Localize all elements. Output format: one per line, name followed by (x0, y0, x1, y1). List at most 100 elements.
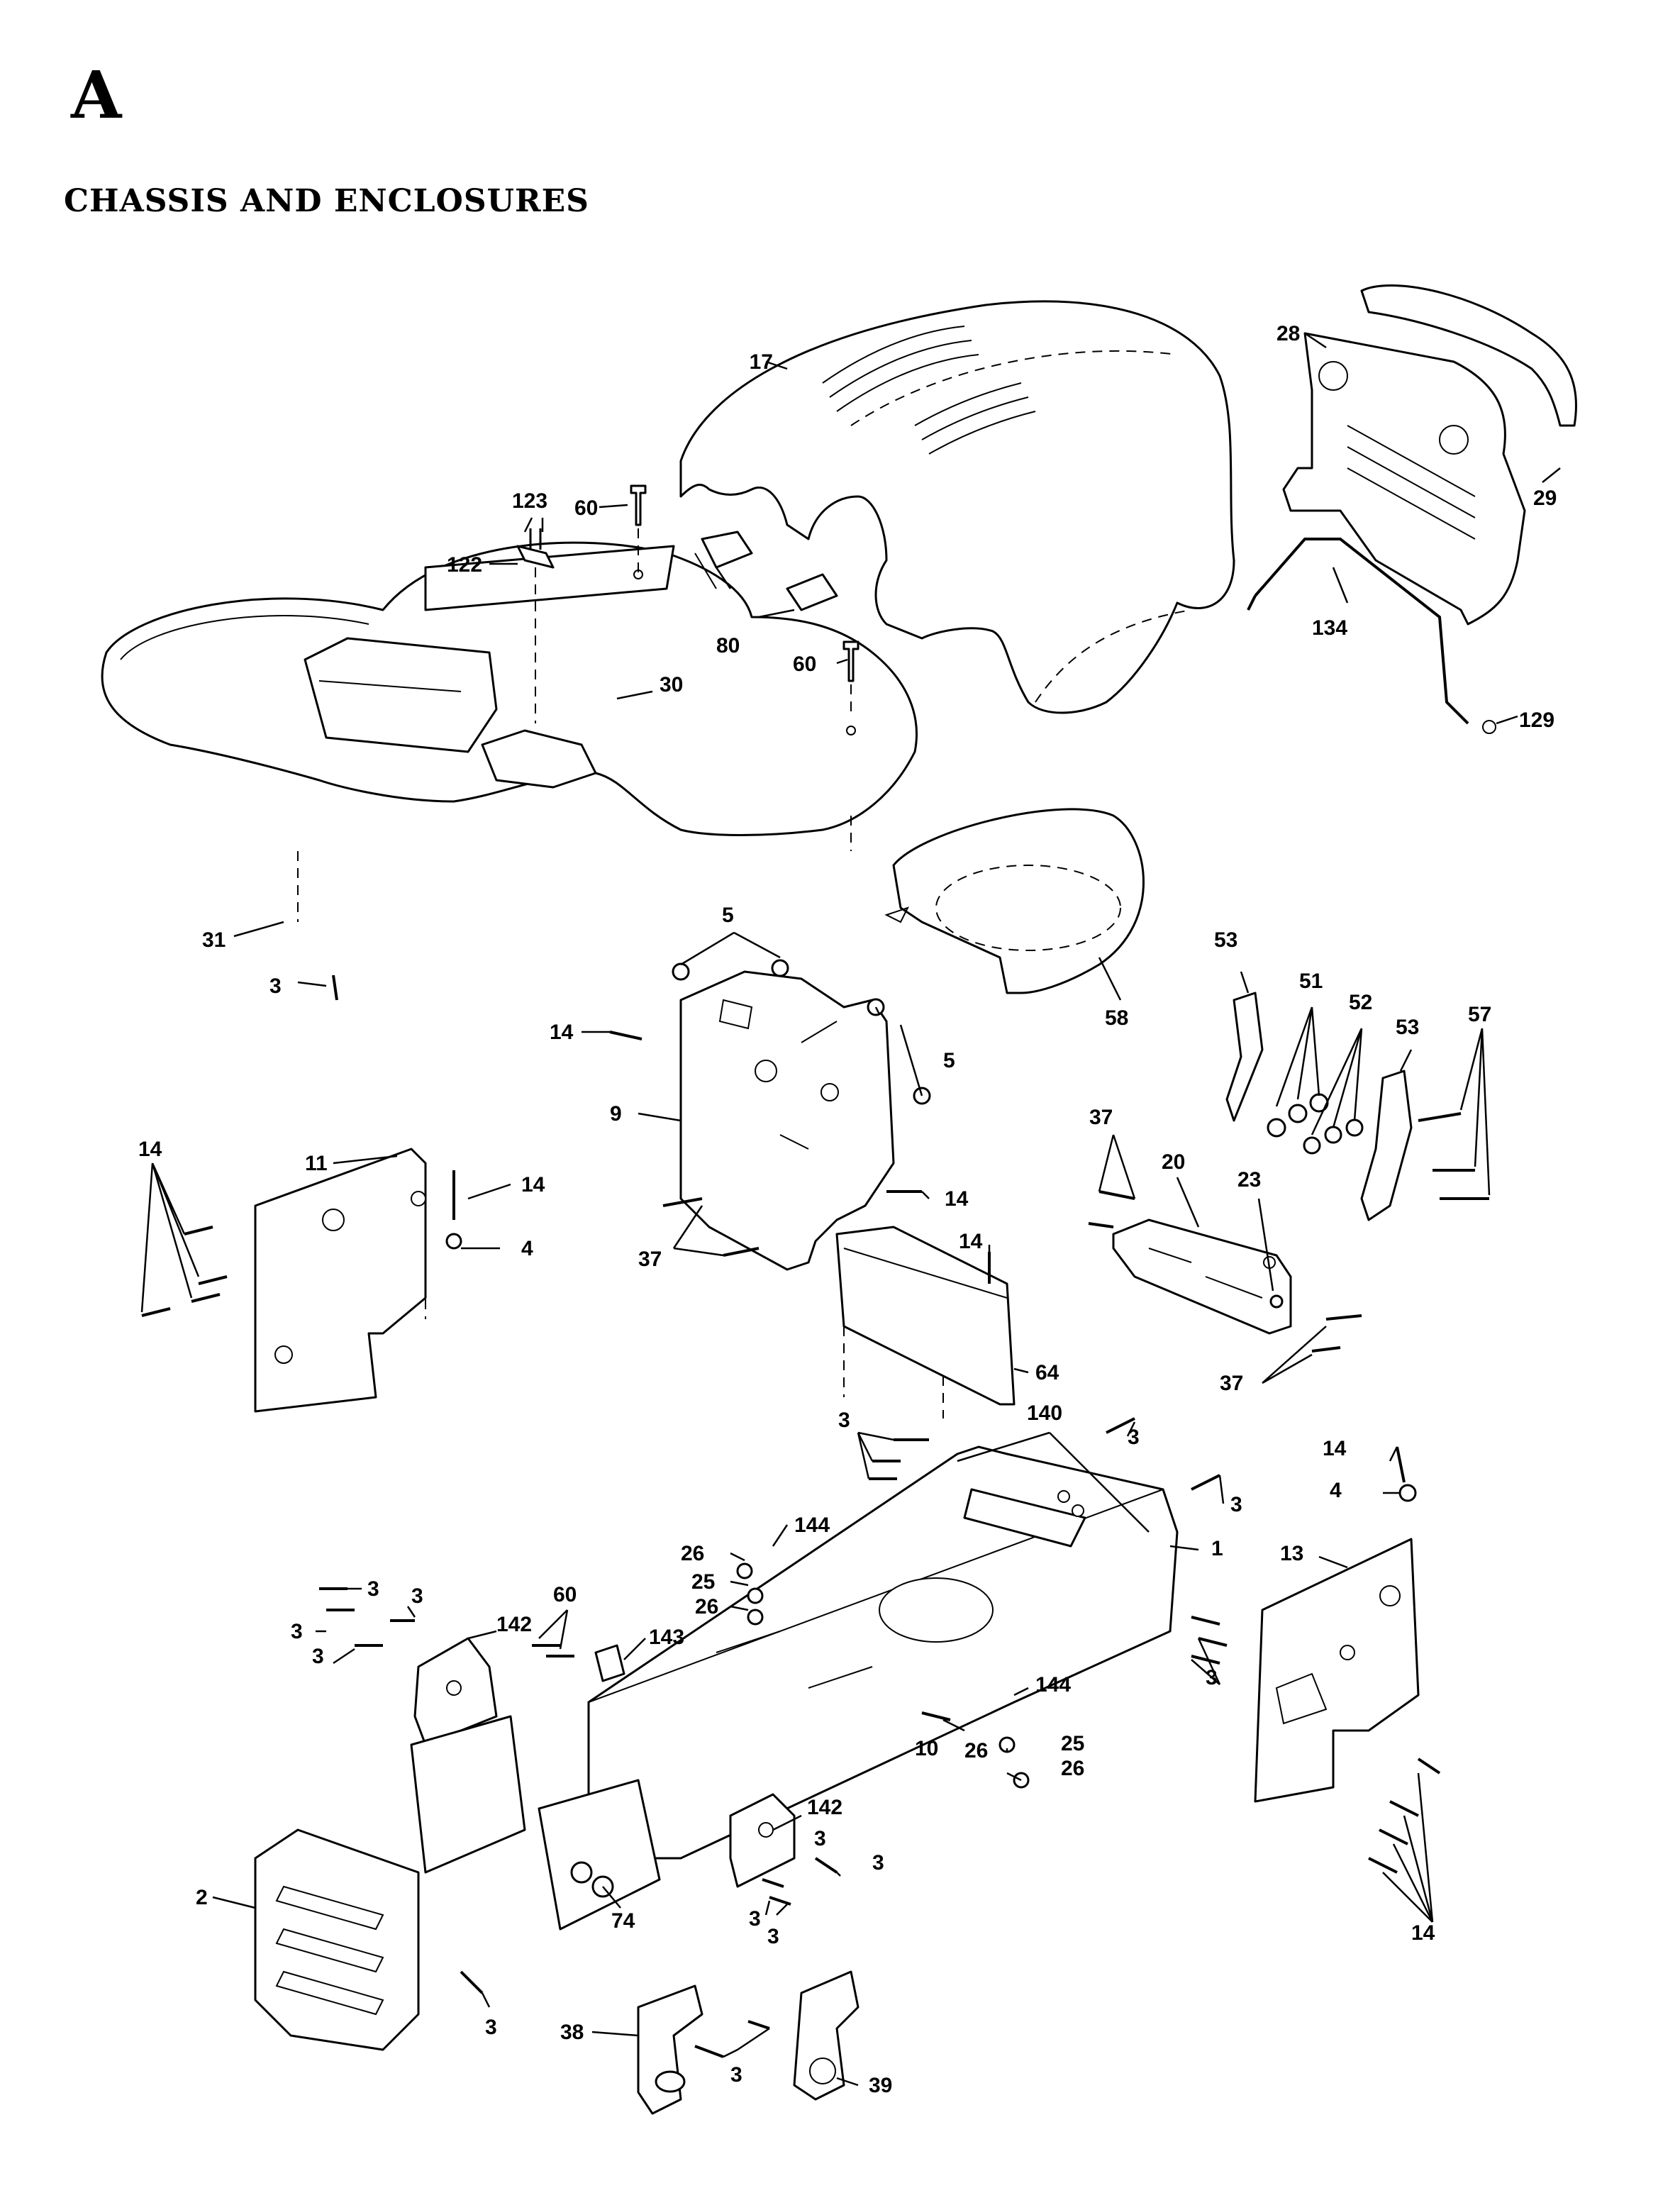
callout-25-b: 25 (1061, 1732, 1084, 1755)
callout-14-g: 14 (1411, 1921, 1435, 1945)
callout-5-a: 5 (722, 904, 734, 927)
callout-26-a: 26 (681, 1542, 704, 1565)
callout-142-a: 142 (496, 1613, 532, 1636)
hood-part-17 (679, 300, 1235, 714)
callout-14-e: 14 (959, 1230, 983, 1253)
callout-17: 17 (750, 350, 773, 374)
callout-3-d: 3 (1230, 1493, 1242, 1516)
callout-30: 30 (660, 673, 683, 696)
callout-2: 2 (196, 1886, 208, 1909)
callout-3-c: 3 (838, 1409, 850, 1432)
bracket-part-143 (594, 1644, 625, 1682)
callout-10: 10 (915, 1737, 938, 1760)
fasteners (141, 959, 1441, 2058)
callout-37-b: 37 (1089, 1106, 1113, 1129)
callout-80: 80 (716, 634, 740, 657)
callout-60-c: 60 (553, 1583, 577, 1606)
washers-part-52 (1303, 1118, 1364, 1155)
side-panel-part-13 (1254, 1538, 1420, 1803)
nuts-part-51 (1267, 1093, 1329, 1138)
leader-lines (140, 332, 1561, 2087)
callout-53-b: 53 (1396, 1016, 1419, 1039)
front-support-plates (410, 1715, 661, 1931)
callout-3-n: 3 (485, 2016, 497, 2039)
bolt-part-60-upper (630, 484, 647, 574)
callout-3-l: 3 (749, 1907, 761, 1931)
callout-3-h: 3 (312, 1645, 324, 1668)
bolt-part-60-lower (842, 640, 860, 716)
frame-part-1 (587, 1445, 1179, 1860)
support-rod-part-134 (1247, 538, 1496, 734)
callout-4-b: 4 (1330, 1479, 1342, 1502)
callout-51: 51 (1299, 970, 1323, 993)
grille-cap-part-29 (1360, 284, 1577, 427)
callout-3-j: 3 (814, 1827, 826, 1850)
bracket-part-38 (637, 1984, 703, 2115)
callout-122: 122 (447, 553, 482, 577)
callout-144-a: 144 (794, 1514, 830, 1537)
bolts-part-57 (1418, 1112, 1489, 1200)
shield-part-58 (884, 808, 1145, 994)
bracket-part-142-lower (729, 1793, 796, 1888)
callout-37-a: 37 (638, 1248, 662, 1271)
panel-part-9 (679, 970, 895, 1271)
callout-labels: 17 28 29 123 60 122 80 60 30 134 129 31 … (138, 322, 1557, 2097)
section-letter: A (71, 57, 122, 133)
plate-part-20 (1112, 1218, 1292, 1335)
callout-3-f: 3 (411, 1584, 423, 1608)
bracket-part-80 (701, 531, 838, 611)
plate-part-2 (254, 1828, 420, 2051)
callout-4-a: 4 (521, 1237, 533, 1260)
callout-58: 58 (1105, 1006, 1128, 1030)
callout-26-b: 26 (695, 1595, 718, 1618)
callout-3-o: 3 (730, 2063, 742, 2087)
callout-60-upper: 60 (574, 496, 598, 520)
callout-38: 38 (560, 2021, 584, 2044)
side-panel-part-11 (254, 1148, 427, 1413)
callout-64: 64 (1035, 1361, 1059, 1384)
page-title: CHASSIS AND ENCLOSURES (64, 183, 589, 219)
callout-142-b: 142 (807, 1796, 842, 1819)
callout-144-b: 144 (1035, 1673, 1071, 1697)
callout-26-c: 26 (964, 1739, 988, 1762)
grille-part-28 (1282, 332, 1526, 626)
callout-31: 31 (202, 928, 226, 952)
callout-53-a: 53 (1214, 928, 1237, 952)
callout-3-e: 3 (367, 1577, 379, 1601)
callout-1: 1 (1211, 1537, 1223, 1560)
callout-14-f: 14 (1323, 1437, 1347, 1460)
callout-60-lower: 60 (793, 653, 816, 676)
callout-123: 123 (512, 489, 547, 513)
bracket-part-53-right (1360, 1070, 1413, 1221)
callout-5-b: 5 (943, 1049, 955, 1072)
callout-29: 29 (1533, 487, 1557, 510)
callout-134: 134 (1312, 616, 1347, 640)
callout-74: 74 (611, 1909, 635, 1933)
bracket-part-122 (516, 545, 555, 569)
callout-143: 143 (649, 1626, 684, 1649)
callout-37-c: 37 (1220, 1372, 1243, 1395)
callout-14-b: 14 (945, 1187, 969, 1211)
bracket-part-39 (793, 1970, 860, 2101)
callout-20: 20 (1162, 1150, 1185, 1174)
callout-23: 23 (1237, 1168, 1261, 1192)
callout-14-a: 14 (550, 1021, 574, 1044)
callout-14-d: 14 (138, 1138, 162, 1161)
bracket-part-64 (835, 1226, 1016, 1418)
callout-3-g: 3 (291, 1620, 303, 1643)
callout-25-a: 25 (691, 1570, 715, 1594)
callout-9: 9 (610, 1102, 622, 1126)
screws-part-123 (529, 528, 542, 723)
fender-part-30 (101, 541, 918, 922)
callout-11: 11 (305, 1152, 328, 1175)
callout-26-d: 26 (1061, 1757, 1084, 1780)
bracket-part-53-left (1225, 992, 1264, 1122)
callout-129: 129 (1519, 709, 1554, 732)
callout-57: 57 (1468, 1003, 1491, 1026)
callout-14-c: 14 (521, 1173, 545, 1196)
callout-52: 52 (1349, 991, 1372, 1014)
callout-3-a: 3 (269, 974, 282, 998)
callout-39: 39 (869, 2074, 892, 2097)
